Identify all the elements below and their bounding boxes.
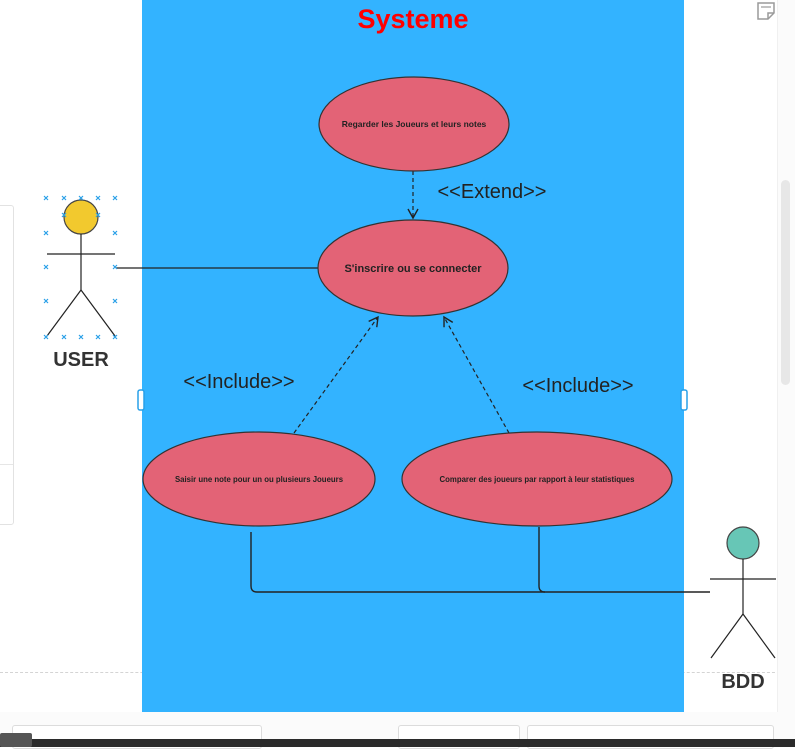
bdd-association-line[interactable] [250, 532, 710, 593]
panel-divider [0, 464, 13, 465]
boundary-handle-left[interactable] [137, 389, 145, 411]
boundary-handle-right[interactable] [680, 389, 688, 411]
page-view-icon[interactable] [757, 2, 775, 20]
include-right-label: <<Include>> [522, 375, 633, 397]
include-left-arrow[interactable] [293, 315, 379, 434]
actor-user-label: USER [53, 349, 109, 371]
use-case-register-login[interactable]: S'inscrire ou se connecter [317, 219, 509, 317]
actor-user[interactable] [46, 199, 116, 337]
use-case-label: Regarder les Joueurs et leurs notes [342, 119, 487, 129]
use-case-label: Comparer des joueurs par rapport à leur … [440, 475, 636, 484]
actor-bdd-label: BDD [721, 671, 764, 693]
extend-label: <<Extend>> [438, 181, 547, 203]
include-left-label: <<Include>> [183, 371, 294, 393]
page-swatch[interactable] [0, 733, 32, 747]
selection-handles[interactable] [43, 195, 118, 340]
system-title: Systeme [357, 4, 468, 34]
bdd-association-line-2[interactable] [538, 527, 546, 593]
use-case-rate-players[interactable]: Saisir une note pour un ou plusieurs Jou… [142, 431, 376, 527]
use-case-compare-players[interactable]: Comparer des joueurs par rapport à leur … [401, 431, 673, 527]
scrollbar-thumb[interactable] [781, 180, 790, 385]
actor-bdd[interactable] [710, 526, 776, 659]
use-case-watch-players[interactable]: Regarder les Joueurs et leurs notes [318, 76, 510, 172]
include-right-arrow[interactable] [443, 315, 510, 434]
bottom-dark-strip [0, 739, 795, 747]
use-case-label: S'inscrire ou se connecter [344, 263, 482, 275]
use-case-label: Saisir une note pour un ou plusieurs Jou… [175, 475, 344, 484]
format-panel-edge [0, 205, 14, 525]
